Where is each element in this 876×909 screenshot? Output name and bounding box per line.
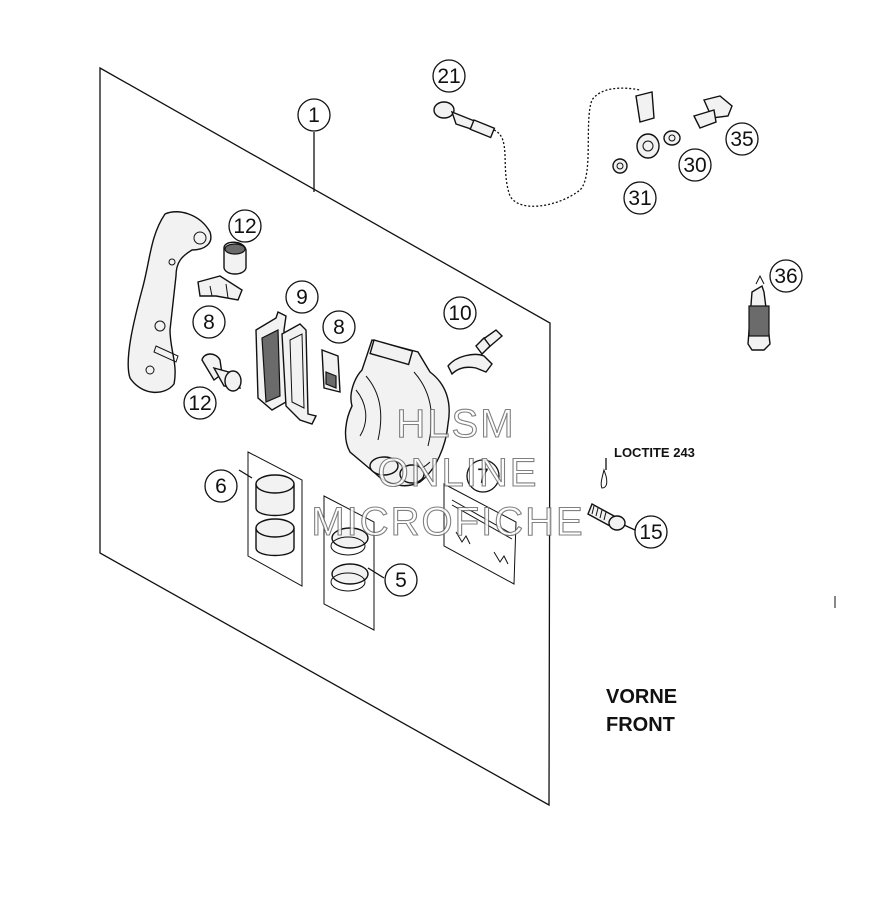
callout-5: 5 (384, 563, 418, 597)
seal-kit-part-5 (323, 495, 375, 631)
caliper-bracket-part (127, 211, 212, 393)
caliper-assembly-panel (99, 66, 551, 807)
callout-10: 10 (443, 296, 477, 330)
spring-part-8-right (321, 348, 341, 393)
watermark-line2: ONLINE (378, 451, 539, 495)
washer-inner-31 (616, 162, 624, 170)
front-label-line2: FRONT (606, 714, 675, 736)
svg-text:21: 21 (437, 65, 460, 88)
callout-30: 30 (678, 148, 712, 182)
washer-inner-30 (668, 134, 676, 142)
svg-text:7: 7 (477, 465, 489, 488)
callout-12-lower: 12 (183, 386, 217, 420)
svg-text:36: 36 (774, 265, 797, 288)
callout-12-upper: 12 (228, 209, 262, 243)
bleeder-part-10 (447, 329, 504, 376)
svg-text:15: 15 (639, 521, 662, 544)
guide-pin-part-12-lower (201, 353, 242, 392)
svg-text:35: 35 (730, 128, 753, 151)
front-label-line1: VORNE (606, 686, 677, 708)
svg-text:1: 1 (308, 104, 320, 127)
svg-text:31: 31 (628, 187, 651, 210)
svg-text:8: 8 (203, 311, 215, 334)
brake-pad-part-9 (255, 311, 318, 425)
callout-35: 35 (725, 122, 759, 156)
callout-36: 36 (769, 259, 803, 293)
svg-text:12: 12 (233, 215, 256, 238)
boot-part-12-upper (223, 241, 247, 275)
svg-text:30: 30 (683, 154, 706, 177)
clip-part-8-upper (197, 275, 243, 301)
banjo-bolt-part-35 (693, 95, 733, 129)
svg-text:10: 10 (448, 302, 471, 325)
callout-8-left: 8 (192, 305, 226, 339)
callout-15: 15 (634, 515, 668, 549)
callout-21: 21 (432, 59, 466, 93)
loctite-note: LOCTITE 243 (614, 445, 695, 460)
callout-1: 1 (297, 98, 331, 132)
callout-6: 6 (204, 469, 238, 503)
screw-part-15 (587, 468, 626, 531)
piston-kit-part-6 (247, 451, 303, 587)
washer-part-30 (663, 130, 681, 146)
threadlocker-bottle-part-36 (747, 274, 771, 351)
pin-kit-part-7 (443, 483, 517, 585)
washer-part-31 (612, 158, 628, 174)
caliper-body-part (344, 339, 450, 487)
callout-31: 31 (623, 181, 657, 215)
svg-text:12: 12 (188, 392, 211, 415)
brake-line-part-21 (433, 87, 660, 207)
callout-9: 9 (285, 280, 319, 314)
svg-text:9: 9 (296, 286, 308, 309)
watermark-line3: MICROFICHE (311, 500, 584, 544)
svg-text:5: 5 (395, 569, 407, 592)
svg-text:6: 6 (215, 475, 227, 498)
callout-7: 7 (466, 459, 500, 493)
watermark-line1: HLSM (396, 402, 515, 446)
svg-text:8: 8 (333, 316, 345, 339)
callout-8-right: 8 (322, 310, 356, 344)
